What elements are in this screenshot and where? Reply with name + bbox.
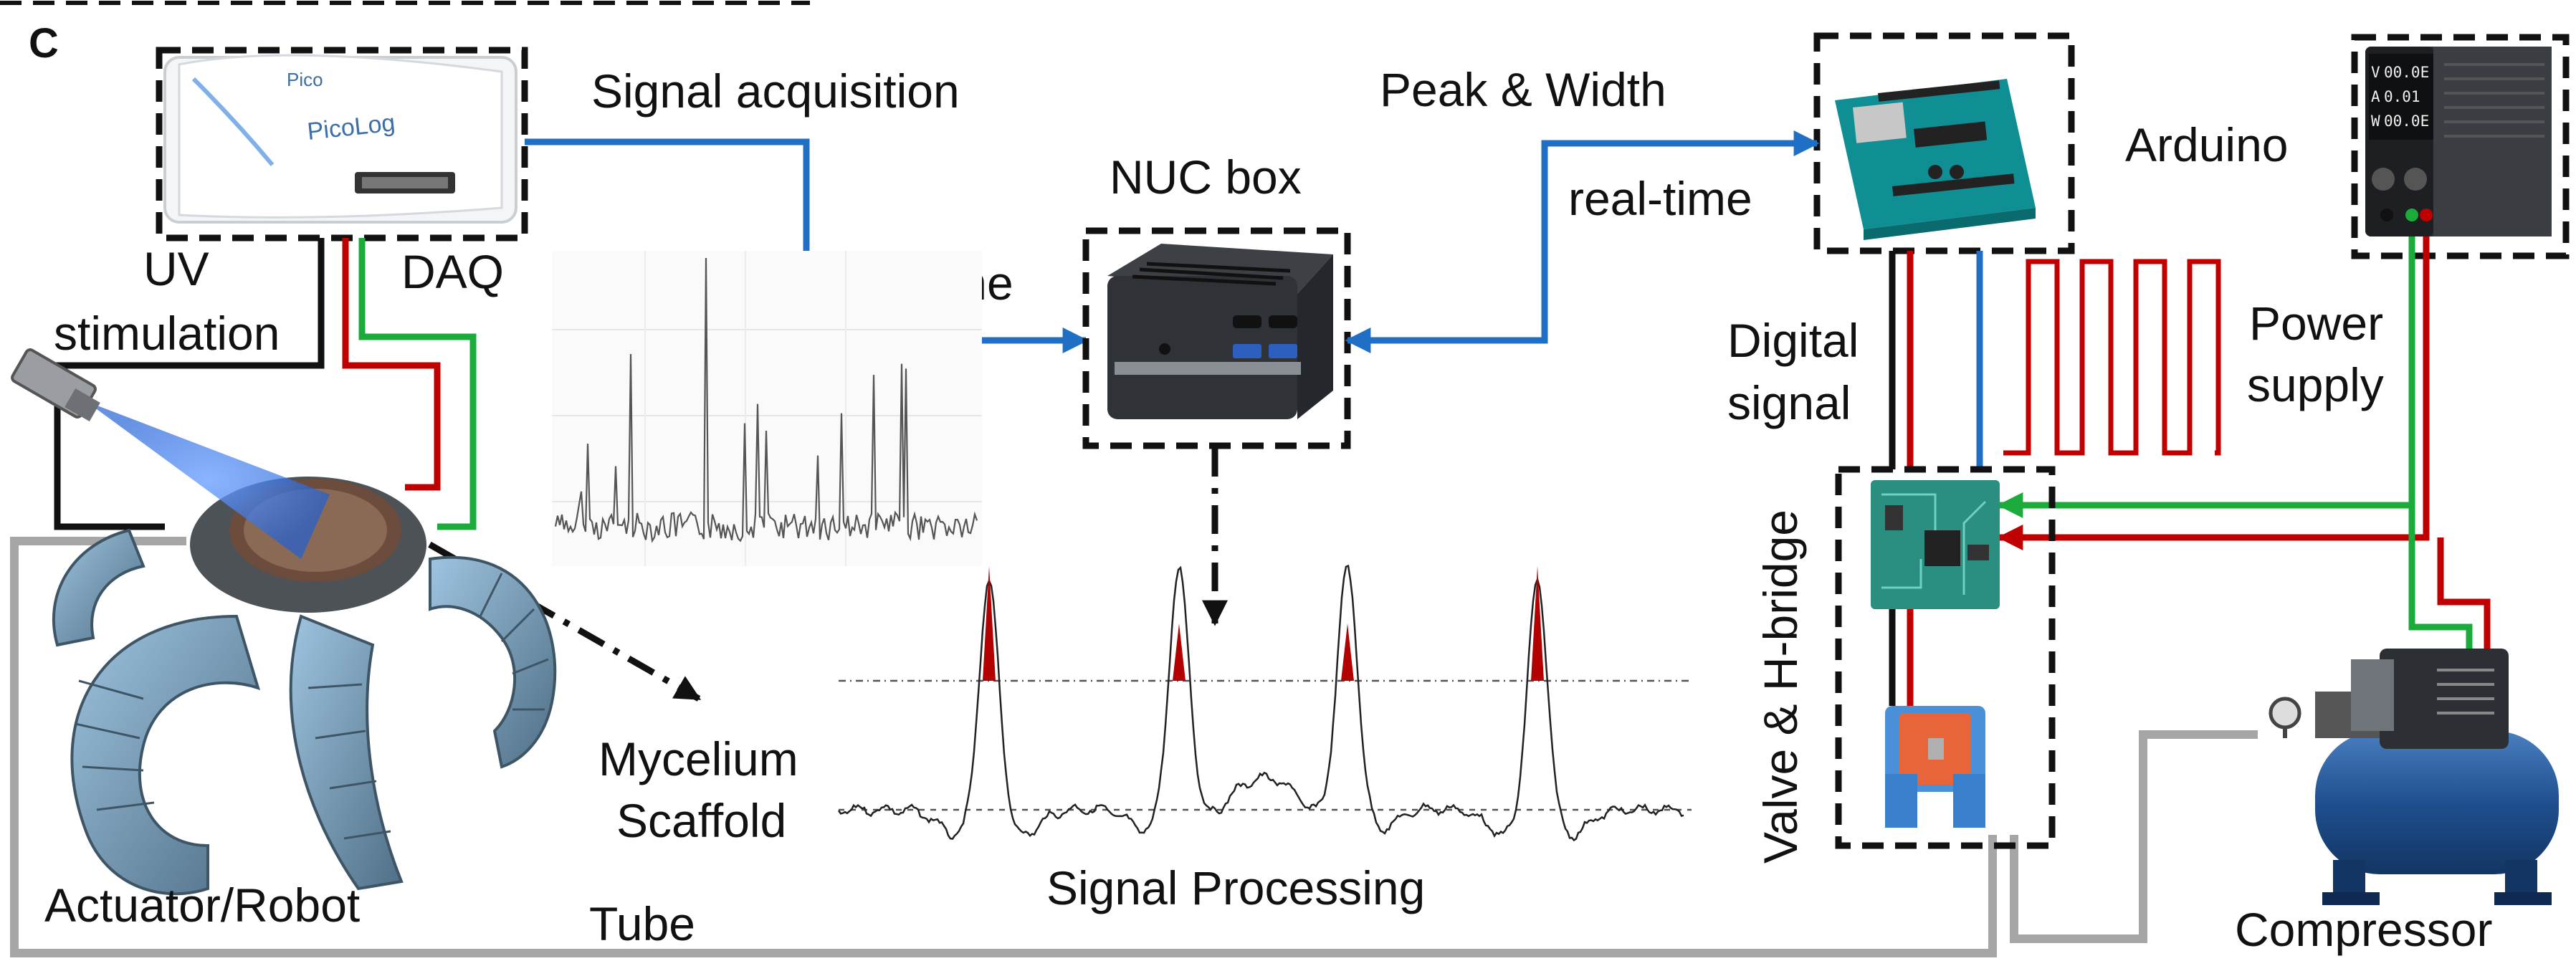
digital-square-wave (2003, 259, 2221, 456)
processed-signal-trace (837, 564, 1684, 842)
digital-label-2: signal (1727, 376, 1851, 429)
mycelium-label-1: Mycelium (598, 732, 798, 785)
power-red-compressor (2437, 537, 2491, 649)
psu-w-value: 00.0E (2384, 113, 2429, 130)
tube-line (10, 537, 1997, 957)
power-supply: V 00.0E A 0.01 W 00.0E (2365, 47, 2552, 236)
nuc-device (1107, 244, 1333, 419)
uv-label-1: UV (143, 242, 209, 295)
peak-marker (1173, 623, 1186, 681)
psu-v-prefix: V (2371, 64, 2380, 81)
psu-a-prefix: A (2371, 88, 2380, 105)
actuator-label: Actuator/Robot (44, 879, 360, 932)
uv-lamp (11, 348, 330, 559)
raw-signal-plot (552, 251, 982, 566)
valve-hbridge-label: Valve & H-bridge (1754, 510, 1807, 864)
daq-device: Pico PicoLog (163, 54, 517, 224)
peak-marker (983, 566, 996, 681)
digital-label-1: Digital (1727, 314, 1859, 367)
power-label-2: supply (2247, 358, 2384, 411)
raw-signal-trace (554, 257, 978, 543)
daq-green-wire (358, 238, 477, 530)
signal-processing-label: Signal Processing (1046, 861, 1425, 914)
mycelium-label-2: Scaffold (616, 794, 786, 847)
psu-v-value: 00.0E (2384, 64, 2429, 81)
nuc-box-label: NUC box (1110, 150, 1302, 204)
arduino-label: Arduino (2125, 118, 2289, 171)
valve-device (1885, 706, 1985, 828)
panel-letter: C (29, 20, 59, 67)
daq-label: DAQ (401, 245, 504, 298)
daq-red-wire (342, 238, 441, 491)
arduino-board (1835, 79, 2036, 240)
power-label-1: Power (2249, 297, 2383, 350)
power-green-compressor (2408, 505, 2473, 649)
h-bridge-board (1871, 480, 2000, 609)
peak-width-label: Peak & Width (1380, 63, 1666, 116)
power-red-wire (1997, 236, 2430, 550)
signal-acquisition-label: Signal acquisition (591, 64, 960, 118)
psu-a-value: 0.01 (2384, 88, 2420, 105)
uv-label-2: stimulation (54, 307, 280, 360)
daq-brand-small: Pico (287, 69, 323, 90)
nuc-arduino-line-a (1347, 130, 1820, 344)
signal-processing-plot (837, 564, 1692, 842)
real-time-right-label: real-time (1568, 172, 1752, 225)
valve-dashed-box (1835, 466, 2056, 849)
power-dashed-box (2351, 34, 2570, 259)
tube-label: Tube (589, 897, 695, 950)
peak-marker (1341, 623, 1354, 681)
tube-line-2 (2010, 730, 2258, 943)
compressor-label: Compressor (2235, 903, 2492, 956)
daq-dashed-box (156, 47, 528, 242)
compressor-device (2269, 649, 2559, 905)
peak-marker (1531, 566, 1544, 681)
psu-w-prefix: W (2371, 113, 2380, 130)
